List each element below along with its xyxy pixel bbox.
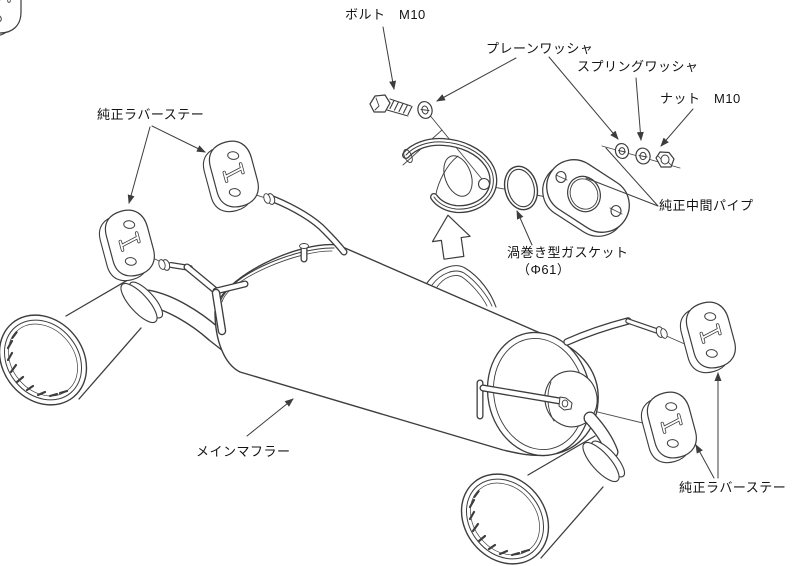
plain-washer-row <box>614 142 630 160</box>
leader-plain-washer-1 <box>436 57 517 102</box>
up-arrow-icon <box>431 214 471 260</box>
label-bolt: ボルト M10 <box>345 7 426 22</box>
leader-stay-left-2 <box>127 126 151 204</box>
right-outlet-pipe <box>583 411 619 459</box>
leader-main-muffler <box>246 398 294 437</box>
nut-m10 <box>655 151 675 168</box>
leader-intermediate-pipe-1 <box>585 177 659 207</box>
leader-intermediate-pipe-2 <box>605 147 659 207</box>
intermediate-pipe-end <box>402 137 498 214</box>
leader-stay-right-2 <box>695 444 715 479</box>
label-spring-washer: スプリングワッシャ <box>577 59 699 74</box>
flange-bolt-hole <box>477 177 491 191</box>
label-plain-washer: プレーンワッシャ <box>486 41 594 56</box>
flange-plate <box>542 159 630 237</box>
spring-washer <box>635 147 651 165</box>
label-gasket-line2: （Φ61） <box>517 262 571 277</box>
leader-stay-left-1 <box>151 125 206 153</box>
label-intermediate-pipe: 純正中間パイプ <box>659 198 754 213</box>
hanger-rod-left-lower <box>158 259 249 336</box>
rubber-stay-lower-right <box>634 385 704 469</box>
outlet-dome <box>544 370 598 428</box>
label-main-muffler: メインマフラー <box>196 444 291 459</box>
leader-plain-washer-2 <box>548 56 619 140</box>
label-nut: ナット M10 <box>660 91 741 106</box>
label-rubber-stay-left: 純正ラバーステー <box>97 107 205 122</box>
leader-nut <box>660 108 694 147</box>
rubber-stay-upper-left <box>196 134 266 218</box>
leader-gasket <box>516 210 533 246</box>
label-rubber-stay-right: 純正ラバーステー <box>679 480 787 495</box>
hanger-rod-right-upper <box>563 317 668 346</box>
left-muffler-tip <box>0 276 164 406</box>
leader-spring-washer <box>635 77 644 141</box>
muffler-inlet-pipe <box>426 265 497 308</box>
hanger-rod-left-upper <box>263 193 348 263</box>
leader-bolt <box>382 26 397 90</box>
tip-slots <box>6 331 69 398</box>
plain-washer-upper <box>417 100 433 120</box>
spiral-gasket <box>503 165 539 211</box>
hanger-rod-right-lower <box>476 379 573 420</box>
leader-lines <box>127 26 722 479</box>
label-gasket-line1: 渦巻き型ガスケット <box>507 245 629 260</box>
bolt-m10 <box>369 94 413 117</box>
main-muffler-body <box>214 243 599 457</box>
rubber-stay-upper-right <box>673 295 743 379</box>
rubber-stay-lower-left <box>92 203 162 287</box>
